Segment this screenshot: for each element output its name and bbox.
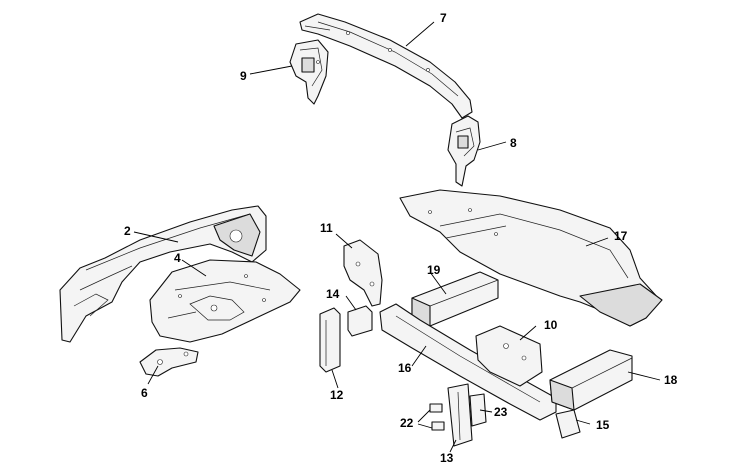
callout-15: 15 <box>596 418 610 432</box>
callout-2: 2 <box>124 224 131 238</box>
part-8-bracket <box>447 115 481 187</box>
callout-10: 10 <box>544 318 558 332</box>
part-15-bracket <box>555 409 581 439</box>
callout-16: 16 <box>398 361 412 375</box>
callout-22: 22 <box>400 416 414 430</box>
callout-6: 6 <box>141 386 148 400</box>
callout-17: 17 <box>614 229 628 243</box>
callout-19: 19 <box>427 263 441 277</box>
callout-12: 12 <box>330 388 344 402</box>
part-22-tabs <box>429 403 445 431</box>
part-13-bracket <box>447 383 473 447</box>
callout-13: 13 <box>440 451 454 465</box>
part-4-floor-panel <box>149 259 301 343</box>
part-14-bracket <box>347 305 373 337</box>
part-9-bracket <box>289 39 329 105</box>
part-16-sill-beam <box>379 303 557 421</box>
part-18-rear-member <box>549 349 633 411</box>
part-11-plate <box>343 239 383 307</box>
part-2-side-panel <box>59 205 267 343</box>
part-12-bracket <box>319 307 341 373</box>
callout-4: 4 <box>174 251 181 265</box>
callout-18: 18 <box>664 373 678 387</box>
part-6-bracket <box>139 347 199 377</box>
part-23-bracket <box>469 393 487 427</box>
callout-labels: 7 9 8 2 4 6 11 17 19 14 10 16 18 12 15 2… <box>124 11 678 465</box>
callout-7: 7 <box>440 11 447 25</box>
callout-11: 11 <box>320 221 333 235</box>
part-17-rear-floor-pan <box>399 189 663 327</box>
callout-23: 23 <box>494 405 508 419</box>
callout-8: 8 <box>510 136 517 150</box>
callout-9: 9 <box>240 69 247 83</box>
part-19-box-member <box>411 271 499 327</box>
leader-lines <box>133 21 661 453</box>
part-7-roof-rail <box>299 13 473 119</box>
callout-14: 14 <box>326 287 340 301</box>
part-10-gusset <box>475 325 543 387</box>
